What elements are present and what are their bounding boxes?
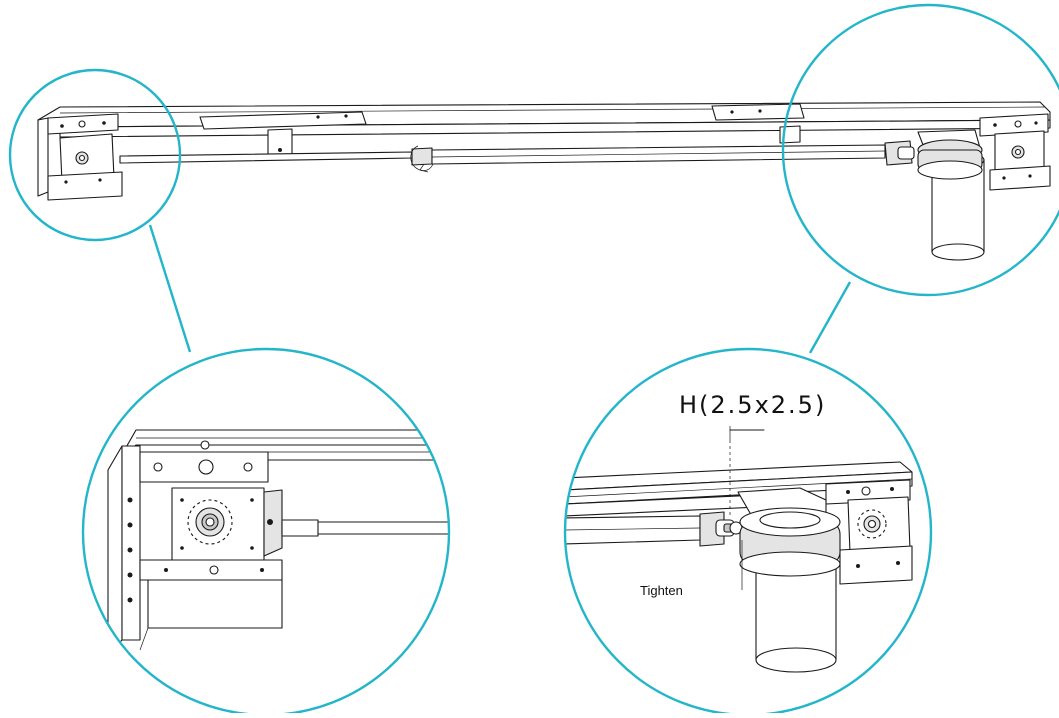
rail-edge-line — [59, 106, 1046, 114]
beam-assembly — [37, 101, 1051, 173]
zoom-gear — [187, 499, 233, 545]
drive-shaft-tube — [431, 144, 886, 165]
right-zoom-detail — [565, 349, 931, 715]
left-end-plate — [37, 117, 49, 197]
drive-shaft-thin — [119, 151, 413, 164]
right-bottom-bracket — [989, 165, 1051, 191]
rail-plate-right — [711, 103, 805, 121]
zoom-end-plate — [107, 445, 123, 656]
zoom-bottom-bracket — [147, 579, 283, 629]
shaft-coupling — [411, 147, 433, 166]
callout-circle-left-small — [8, 68, 182, 242]
left-bottom-bracket — [47, 171, 123, 201]
right-top-bracket — [979, 113, 1049, 137]
callout-circle-right-small — [781, 3, 1059, 297]
left-zoom-detail — [83, 349, 449, 715]
zoom-motor — [739, 507, 841, 673]
rail-plate-left — [199, 111, 367, 130]
callout-line-left — [148, 224, 192, 353]
tube-highlight — [431, 150, 886, 158]
hex-key-annotation: H(2.5x2.5) — [679, 391, 827, 419]
rotation-arrow-head — [419, 163, 429, 173]
tighten-annotation: Tighten — [640, 583, 683, 598]
zoom-u-joint — [699, 511, 743, 547]
callout-line-right — [808, 281, 852, 354]
left-end-overview — [37, 113, 123, 201]
right-end-overview — [884, 113, 1051, 261]
